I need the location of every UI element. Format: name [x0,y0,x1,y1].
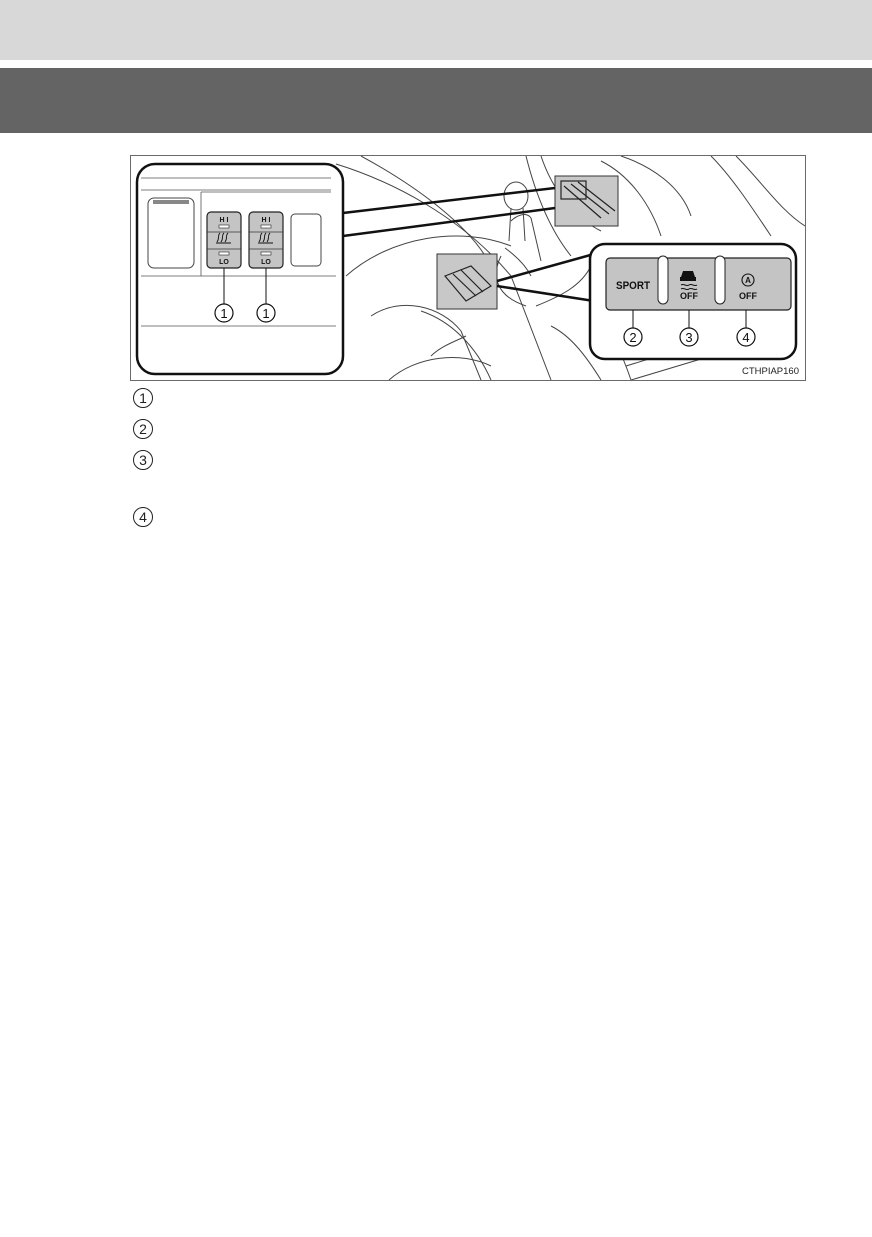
legend-number: 3 [133,450,153,470]
legend-number: 2 [133,419,153,439]
callout-1-right [256,303,276,323]
right-lo-label: LO [261,259,271,266]
callout-2 [623,327,643,347]
svg-text:A: A [745,276,751,285]
svg-text:1: 1 [262,306,269,321]
seat-heater-inset: H I LO H I LO 1 1 [135,162,345,376]
seat-heat-icon [258,232,273,244]
svg-text:2: 2 [629,330,636,345]
legend-item: 1 [133,388,153,410]
right-hi-label: H I [262,217,271,224]
header-band [0,0,872,60]
svg-text:3: 3 [685,330,692,345]
vsc-off-label: OFF [680,291,698,301]
callout-3 [679,327,699,347]
drive-switch-inset: SPORT OFF A OFF 2 3 4 [588,242,798,361]
legend-number: 1 [133,388,153,408]
seat-heat-icon [216,232,231,244]
vsc-off-button[interactable]: OFF [680,271,698,301]
sport-label: SPORT [616,280,650,292]
illustration-svg: H I LO H I LO 1 1 SP [135,156,805,380]
legend-item: 2 [133,419,153,441]
skid-car-icon [680,271,696,281]
auto-glide-icon [741,273,755,287]
auto-off-button[interactable]: A OFF [739,273,757,301]
figure-code: CTHPIAP160 [742,366,799,377]
callout-4 [736,327,756,347]
switch-location-illustration: H I LO H I LO 1 1 SP [130,155,806,381]
left-hi-label: H I [220,217,229,224]
callout-1-left [214,303,234,323]
legend-item: 4 [133,507,153,529]
console-sketch [335,156,805,380]
svg-text:1: 1 [220,306,227,321]
left-lo-label: LO [219,259,229,266]
legend-item: 3 [133,450,153,472]
svg-text:4: 4 [742,330,749,345]
auto-off-label: OFF [739,291,757,301]
section-title-bar [0,68,872,133]
legend-number: 4 [133,507,153,527]
